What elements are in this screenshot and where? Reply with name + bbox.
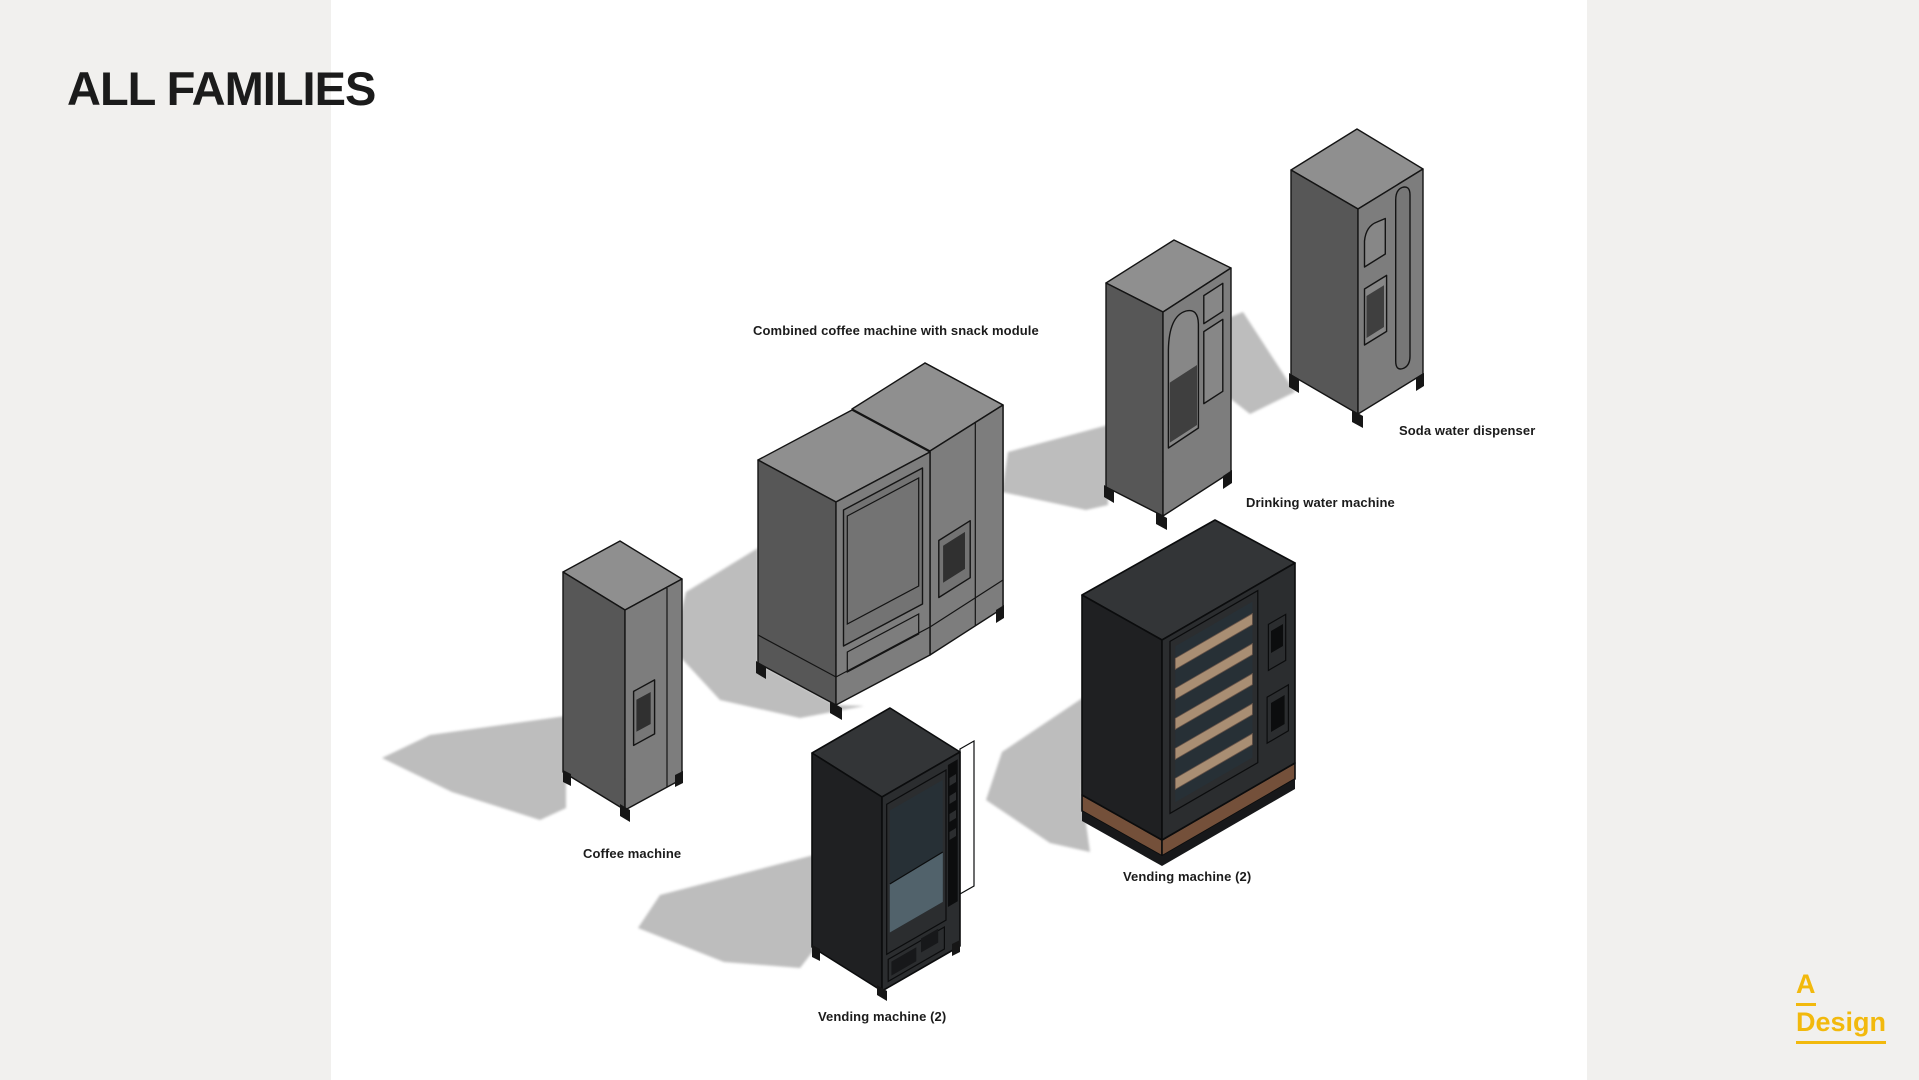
label-soda-water-dispenser: Soda water dispenser: [1399, 423, 1536, 438]
shadow-vending-large: [986, 695, 1090, 852]
vending-buttons: [949, 774, 956, 840]
brand-logo-line2: Design: [1796, 1006, 1887, 1044]
machine-vending-large: [1081, 519, 1296, 866]
shadow-combined-machine: [672, 548, 864, 718]
right-margin-band: [1587, 0, 1919, 1080]
machine-drinking-water: [1104, 239, 1232, 530]
shadow-coffee-machine: [382, 716, 566, 820]
label-vending-machine-small: Vending machine (2): [818, 1009, 947, 1024]
brand-logo: A Design: [1796, 968, 1887, 1044]
shadow-drinking-water: [1002, 425, 1108, 510]
label-coffee-machine: Coffee machine: [583, 846, 682, 861]
label-drinking-water-machine: Drinking water machine: [1246, 495, 1395, 510]
machine-soda-water-dispenser: [1289, 128, 1424, 428]
machine-combined-coffee: [756, 362, 1004, 720]
machine-coffee: [562, 540, 683, 822]
page-title: ALL FAMILIES: [67, 62, 376, 116]
machine-vending-small: [811, 707, 975, 1001]
brand-logo-line1: A: [1796, 968, 1816, 1006]
label-combined-coffee-machine: Combined coffee machine with snack modul…: [753, 323, 1039, 338]
ground-shadows: [382, 312, 1295, 968]
shadow-vending-small: [638, 855, 814, 968]
left-margin-band: [0, 0, 331, 1080]
vending-shelves: [1174, 612, 1253, 790]
label-vending-machine-large: Vending machine (2): [1123, 869, 1252, 884]
